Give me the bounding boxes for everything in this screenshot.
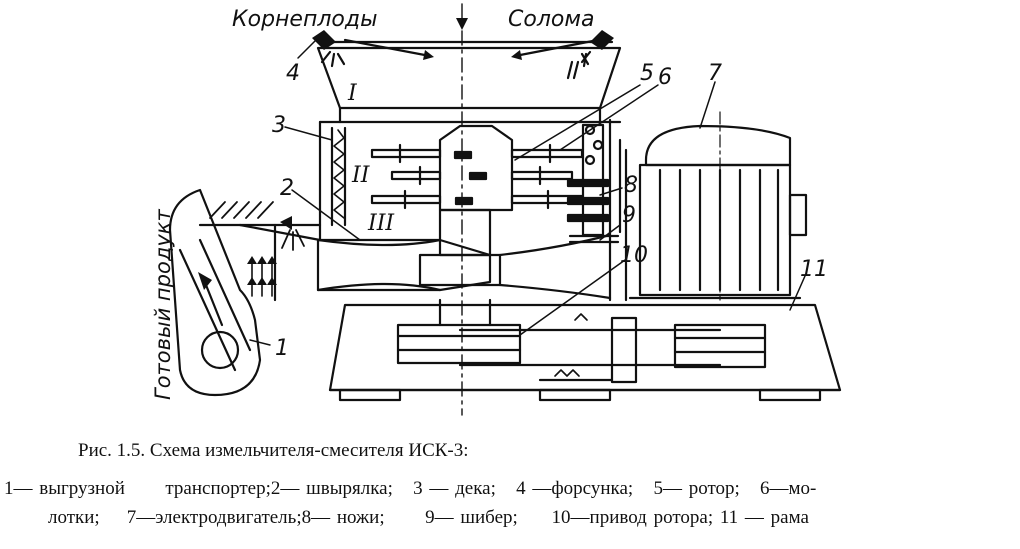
callout-3: 3 [272, 113, 286, 138]
label-root-crops: Корнеплоды [232, 7, 377, 32]
knives [566, 123, 610, 237]
flow-arrows [247, 256, 277, 297]
feed-arrows [343, 38, 600, 60]
figure-caption-line-1: 1— выгрузной транспортер;2— швырялка; 3 … [4, 478, 817, 499]
label-finished-product: Готовый продукт [151, 209, 175, 400]
deck [330, 126, 347, 227]
unloading-conveyor [168, 188, 262, 397]
machine-diagram: Корнеплоды Солома I [151, 3, 842, 416]
callout-7: 7 [708, 61, 722, 86]
rotor [370, 124, 584, 257]
callout-11: 11 [800, 257, 828, 282]
zone-i: I [347, 81, 358, 106]
spray-lines [209, 201, 305, 251]
zone-ii: II [351, 163, 371, 188]
callout-6: 6 [658, 65, 672, 90]
callout-4: 4 [286, 61, 300, 86]
center-axis [456, 3, 468, 416]
callout-9: 9 [622, 203, 636, 228]
callout-1: 1 [275, 336, 289, 361]
label-straw: Солома [508, 7, 594, 32]
thrower [316, 233, 612, 300]
callout-2: 2 [280, 176, 294, 201]
nozzle-left [312, 30, 346, 68]
chamber-housing [318, 120, 622, 242]
hopper [316, 40, 622, 124]
nozzle-right [566, 30, 614, 80]
rotor-drive [396, 298, 767, 384]
figure-caption-line-2: лотки; 7—электродвигатель;8— ножи; 9— ши… [48, 507, 809, 528]
leader-lines [249, 39, 806, 346]
zone-iii: III [367, 211, 395, 236]
callout-5: 5 [640, 61, 654, 86]
callout-8: 8 [624, 173, 638, 198]
electric-motor [638, 111, 808, 301]
frame [328, 296, 842, 402]
figure-caption-title: Рис. 1.5. Схема измельчителя-смесителя И… [78, 440, 469, 461]
callout-10: 10 [620, 243, 648, 268]
